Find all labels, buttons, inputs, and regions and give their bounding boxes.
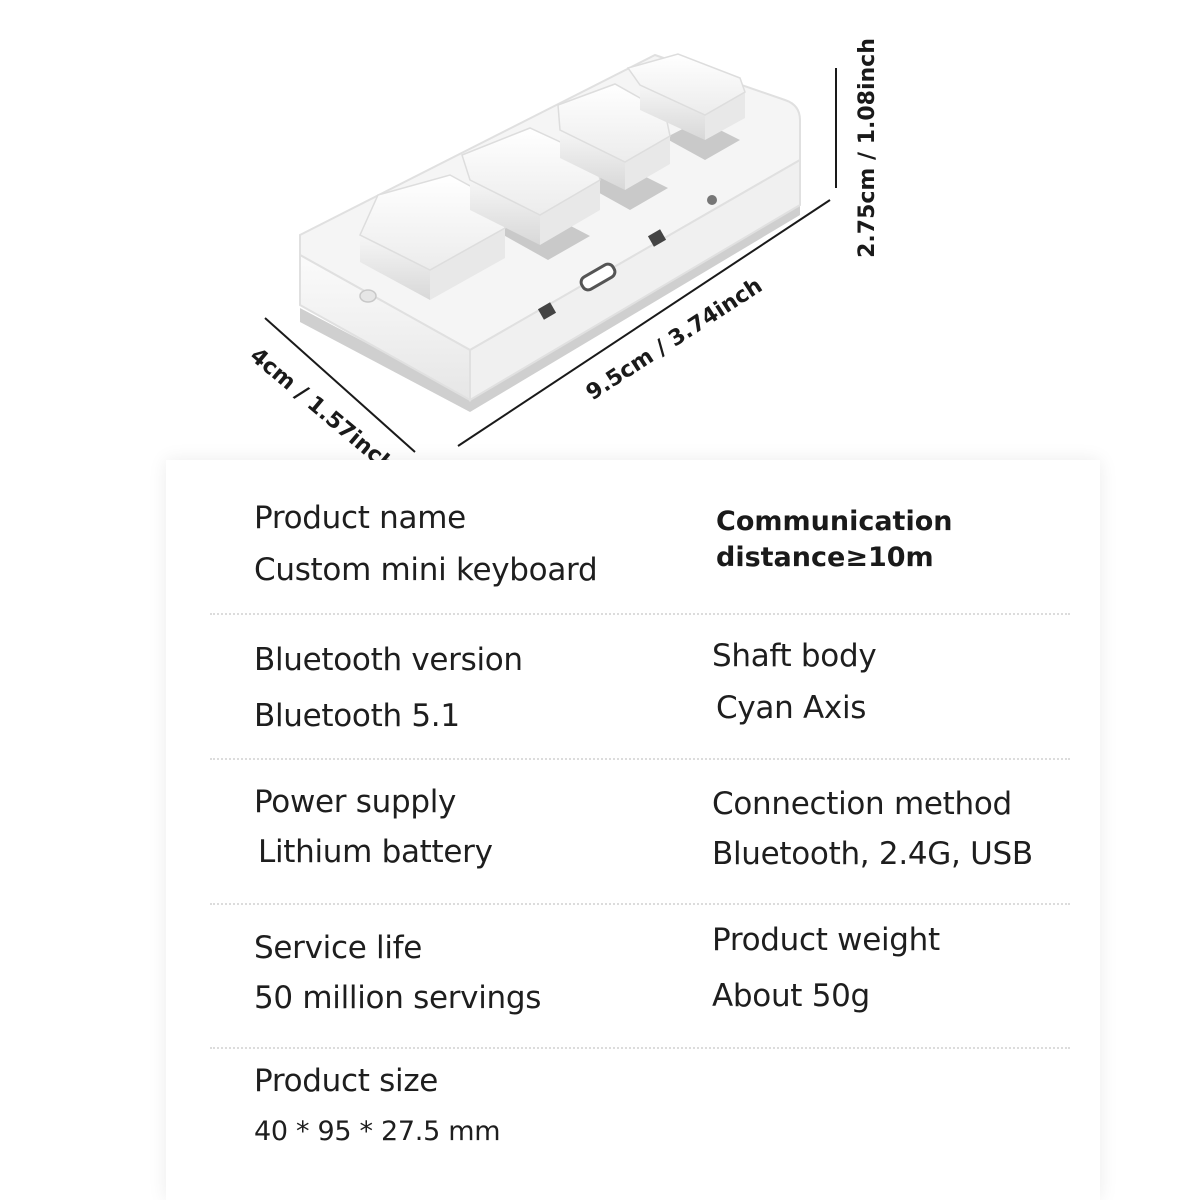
keyboard-illustration <box>299 53 801 412</box>
keycap-4 <box>626 53 746 140</box>
communication-distance-line2: distance≥10m <box>716 542 934 573</box>
bluetooth-version-value: Bluetooth 5.1 <box>254 698 460 734</box>
height-dimension-label: 2.75cm / 1.08inch <box>855 38 880 258</box>
product-name-label: Product name <box>254 500 466 536</box>
product-weight-value: About 50g <box>712 978 870 1014</box>
shaft-body-value: Cyan Axis <box>716 690 867 726</box>
shaft-body-label: Shaft body <box>712 638 877 674</box>
indicator-hole <box>707 195 717 205</box>
usb-port <box>579 262 617 292</box>
power-switch <box>647 229 667 247</box>
product-figure: 9.5cm / 3.74inch 4cm / 1.57inch 2.75cm /… <box>245 38 880 470</box>
product-size-label: Product size <box>254 1063 439 1099</box>
power-supply-label: Power supply <box>254 784 457 820</box>
width-dimension-line <box>264 317 416 453</box>
front-button-icon <box>359 289 377 303</box>
product-size-value: 40 * 95 * 27.5 mm <box>254 1116 501 1147</box>
spec-panel: Product name Custom mini keyboard Commun… <box>166 460 1100 1200</box>
keycap-1 <box>359 174 506 300</box>
divider <box>210 903 1070 905</box>
divider <box>210 1047 1070 1049</box>
divider <box>210 613 1070 615</box>
divider <box>210 758 1070 760</box>
product-name-value: Custom mini keyboard <box>254 552 598 588</box>
mode-switch <box>537 302 557 320</box>
product-weight-label: Product weight <box>712 922 940 958</box>
communication-distance-line1: Communication <box>716 506 953 537</box>
connection-method-label: Connection method <box>712 786 1012 822</box>
length-dimension-line <box>457 199 831 447</box>
bluetooth-version-label: Bluetooth version <box>254 642 523 678</box>
connection-method-value: Bluetooth, 2.4G, USB <box>712 836 1033 872</box>
service-life-value: 50 million servings <box>254 980 542 1016</box>
service-life-label: Service life <box>254 930 423 966</box>
power-supply-value: Lithium battery <box>258 834 493 870</box>
